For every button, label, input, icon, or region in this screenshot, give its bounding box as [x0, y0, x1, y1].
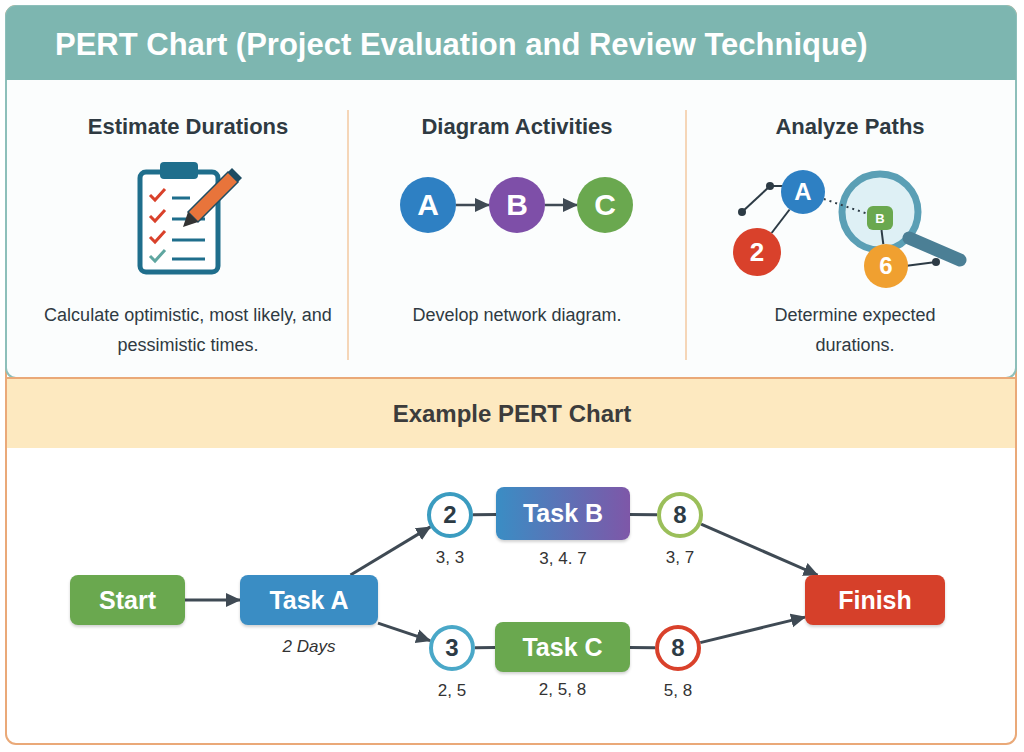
node-label: 2: [443, 503, 456, 527]
column-description: Calculate optimistic, most likely, and p…: [43, 300, 333, 360]
connector-arrow: [630, 513, 657, 516]
node-label: 3: [445, 636, 458, 660]
node-annotation: 3, 4. 7: [539, 549, 586, 569]
top-panel: [6, 6, 1016, 378]
connector-arrow: [185, 599, 240, 602]
connector-arrow: [882, 230, 884, 244]
circle-fill: [864, 244, 908, 288]
node-annotation: 2 Days: [283, 637, 336, 657]
circle-fill: [431, 627, 473, 669]
connector-arrow: [475, 646, 495, 649]
node-label: 8: [671, 636, 684, 660]
column-description: Develop network diagram.: [367, 300, 667, 330]
activity-circle: C: [577, 177, 633, 233]
page-title: PERT Chart (Project Evaluation and Revie…: [55, 27, 867, 63]
column-description: Determine expected durations.: [745, 300, 965, 360]
node-label: C: [594, 190, 616, 220]
node-annotation: 2, 5, 8: [539, 680, 586, 700]
column-divider: [685, 110, 687, 360]
header-band: [6, 6, 1016, 80]
task-box: Task B3, 4. 7: [496, 487, 630, 540]
node-label: 8: [673, 503, 686, 527]
node-label: B: [875, 212, 884, 225]
path-tag: B: [867, 206, 893, 230]
connector-arrow: [700, 617, 805, 643]
path-circle: 2: [733, 228, 781, 276]
node-label: Finish: [838, 588, 912, 613]
task-box: Task C2, 5, 8: [495, 622, 630, 672]
circle-fill: [781, 170, 825, 214]
path-circle: 6: [864, 244, 908, 288]
node-label: Start: [99, 588, 156, 613]
column-heading: Estimate Durations: [38, 113, 338, 141]
clipboard-icon: [140, 162, 242, 272]
column-divider: [347, 110, 349, 360]
node-annotation: 3, 3: [436, 548, 464, 568]
node-annotation: 5, 8: [664, 681, 692, 701]
activity-circle: B: [489, 177, 545, 233]
section-rule: [7, 377, 1015, 379]
node-annotation: 2, 5: [438, 681, 466, 701]
circle-fill: [733, 228, 781, 276]
circle-fill: [577, 177, 633, 233]
connector-arrow: [351, 527, 431, 575]
node-label: 2: [750, 239, 764, 265]
start-box: Start: [70, 575, 185, 625]
finish-box: Finish: [805, 575, 945, 625]
connector-arrow: [824, 199, 867, 214]
connector-arrow: [772, 210, 790, 234]
column-heading: Analyze Paths: [700, 113, 1000, 141]
event-circle: 85, 8: [655, 625, 701, 671]
circle-fill: [400, 177, 456, 233]
circle-fill: [659, 494, 701, 536]
event-circle: 32, 5: [429, 625, 475, 671]
task-box: Task A2 Days: [240, 575, 378, 625]
connector-arrow: [378, 623, 430, 641]
node-label: Task A: [269, 588, 348, 613]
node-label: A: [794, 180, 811, 204]
circle-fill: [657, 627, 699, 669]
section-heading: Example PERT Chart: [262, 399, 762, 429]
connector-arrow: [456, 204, 489, 207]
node-label: B: [506, 190, 528, 220]
event-circle: 23, 3: [427, 492, 473, 538]
node-annotation: 3, 7: [666, 548, 694, 568]
activity-circle: A: [400, 177, 456, 233]
event-circle: 83, 7: [657, 492, 703, 538]
column-heading: Diagram Activities: [367, 113, 667, 141]
node-label: Task C: [522, 635, 602, 660]
node-label: A: [417, 190, 439, 220]
path-circle: A: [781, 170, 825, 214]
section-band: [7, 378, 1015, 448]
circle-fill: [489, 177, 545, 233]
connector-arrow: [545, 204, 577, 207]
connector-arrow: [473, 513, 496, 516]
node-label: 6: [879, 254, 892, 278]
circle-fill: [429, 494, 471, 536]
connector-arrow: [630, 646, 655, 649]
connector-arrow: [701, 524, 818, 575]
outer-card: [6, 6, 1016, 744]
node-label: Task B: [523, 501, 603, 526]
